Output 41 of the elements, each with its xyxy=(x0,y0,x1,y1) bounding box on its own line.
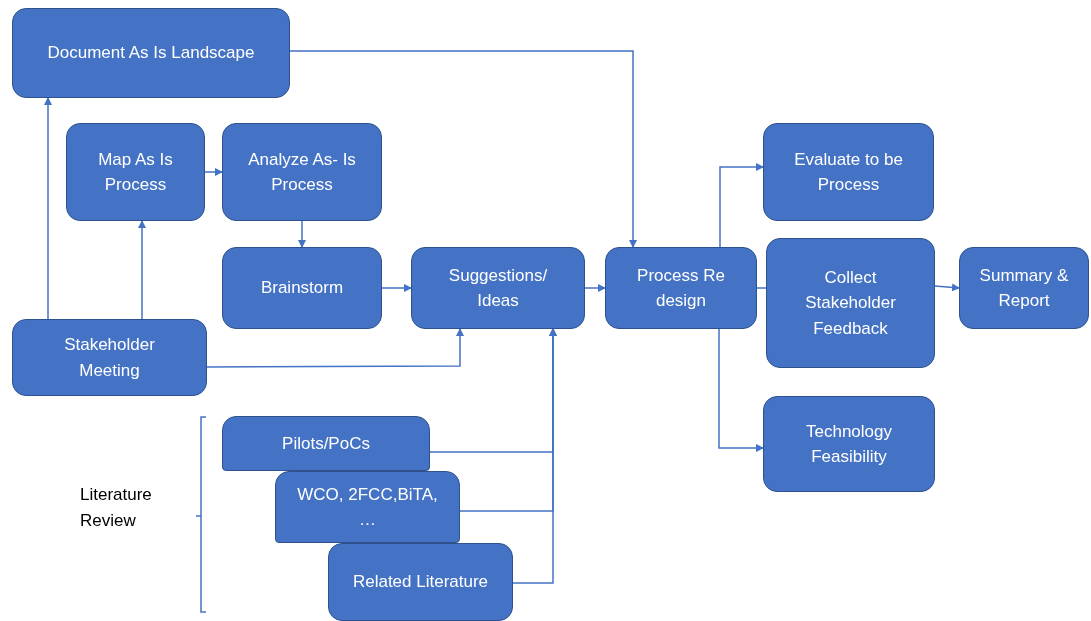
process-box xyxy=(605,247,757,329)
arrow xyxy=(289,50,637,248)
process-box xyxy=(959,247,1089,329)
process-box xyxy=(411,247,585,329)
process-box xyxy=(763,396,935,492)
process-box xyxy=(763,123,934,221)
box-label: Stakeholder Meeting xyxy=(63,334,156,382)
box-label: Map As Is Process xyxy=(97,148,174,196)
box-label: Technology Feasibility xyxy=(805,420,893,468)
arrow xyxy=(138,220,146,320)
process-box xyxy=(222,416,430,471)
process-box xyxy=(766,238,935,368)
arrow xyxy=(204,168,223,176)
arrow xyxy=(206,328,464,368)
arrow xyxy=(381,284,412,292)
box-label: Pilots/PoCs xyxy=(282,432,370,455)
box-label: Analyze As- Is Process xyxy=(247,148,357,196)
box-label: Evaluate to be Process xyxy=(793,148,904,196)
process-box xyxy=(222,247,382,329)
arrow xyxy=(934,283,960,292)
arrow xyxy=(584,284,606,292)
process-box xyxy=(66,123,205,221)
box-label: Collect Stakeholder Feedback xyxy=(804,266,897,340)
arrow xyxy=(718,328,764,452)
box-label: Related Literature xyxy=(352,571,489,594)
box-label: Suggestions/ Ideas xyxy=(447,264,549,312)
process-box xyxy=(12,319,207,396)
arrow xyxy=(512,328,557,584)
process-box xyxy=(12,8,290,98)
group-label: Literature Review xyxy=(80,484,153,532)
box-label: Document As Is Landscape xyxy=(47,42,255,65)
box-label: Summary & Report xyxy=(978,264,1070,312)
box-label: Brainstorm xyxy=(260,277,344,300)
process-box xyxy=(328,543,513,621)
process-box xyxy=(222,123,382,221)
arrow xyxy=(298,220,306,248)
box-label: WCO, 2FCC,BiTA, … xyxy=(296,483,439,531)
arrow xyxy=(44,97,52,320)
box-label: Process Re design xyxy=(636,264,726,312)
arrow xyxy=(719,163,764,248)
process-box xyxy=(275,471,460,543)
